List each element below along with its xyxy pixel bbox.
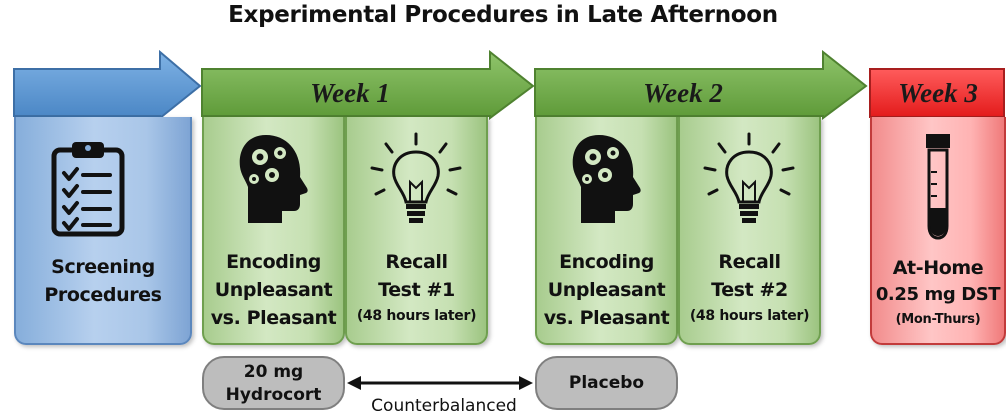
week2-recall-line3: (48 hours later) [689, 308, 810, 324]
week1-recall-panel [345, 117, 488, 345]
screening-line1: Screening [51, 256, 155, 278]
week3-line1: At-Home [892, 257, 984, 279]
week2-encoding-line1: Encoding [559, 251, 654, 273]
week3-label: Week 3 [898, 78, 978, 108]
week2-encoding-line3: vs. Pleasant [543, 307, 670, 329]
week1-encoding-line3: vs. Pleasant [210, 307, 337, 329]
week1-recall-text: Recall Test #1 (48 hours later) [345, 248, 488, 328]
screening-label: Screening Procedures [14, 253, 192, 309]
week1-encoding-text: Encoding Unpleasant vs. Pleasant [202, 248, 345, 332]
week2-recall-line1: Recall [718, 251, 781, 273]
double-arrow-icon [347, 376, 533, 390]
placebo-pill: Placebo [535, 356, 678, 410]
week1-recall-line2: Test #1 [378, 279, 455, 301]
hydrocort-line1: 20 mg [243, 362, 304, 382]
week2-recall-panel [678, 117, 821, 345]
diagram-title: Experimental Procedures in Late Afternoo… [228, 2, 778, 28]
screening-arrow [13, 50, 202, 120]
week2-label: Week 2 [643, 78, 723, 108]
week1-label: Week 1 [310, 78, 390, 108]
hydrocort-pill: 20 mg Hydrocort [202, 356, 345, 410]
week2-arrow [534, 50, 868, 120]
week3-line3: (Mon-Thurs) [895, 312, 981, 327]
week3-line2: 0.25 mg DST [875, 284, 1001, 305]
clipboard-checklist-icon [51, 142, 125, 237]
week1-encoding-line2: Unpleasant [214, 279, 333, 301]
lightbulb-icon [703, 132, 795, 223]
lightbulb-icon [370, 132, 462, 223]
week2-recall-text: Recall Test #2 (48 hours later) [678, 248, 821, 328]
test-tube-icon [926, 134, 950, 240]
week1-recall-line3: (48 hours later) [356, 308, 477, 324]
week2-recall-line2: Test #2 [711, 279, 788, 301]
week1-arrow [201, 50, 535, 120]
screening-line2: Procedures [44, 284, 162, 306]
week3-header [869, 68, 1005, 118]
week2-encoding-text: Encoding Unpleasant vs. Pleasant [535, 248, 678, 332]
week3-text: At-Home 0.25 mg DST (Mon-Thurs) [870, 254, 1006, 332]
week1-encoding-line1: Encoding [226, 251, 321, 273]
head-gears-icon [572, 135, 641, 223]
hydrocort-line2: Hydrocort [225, 385, 322, 405]
counterbalanced-label: Counterbalanced [371, 396, 517, 416]
week1-recall-line1: Recall [385, 251, 448, 273]
head-gears-icon [239, 135, 308, 223]
placebo-label: Placebo [568, 373, 645, 393]
week2-encoding-line2: Unpleasant [547, 279, 666, 301]
